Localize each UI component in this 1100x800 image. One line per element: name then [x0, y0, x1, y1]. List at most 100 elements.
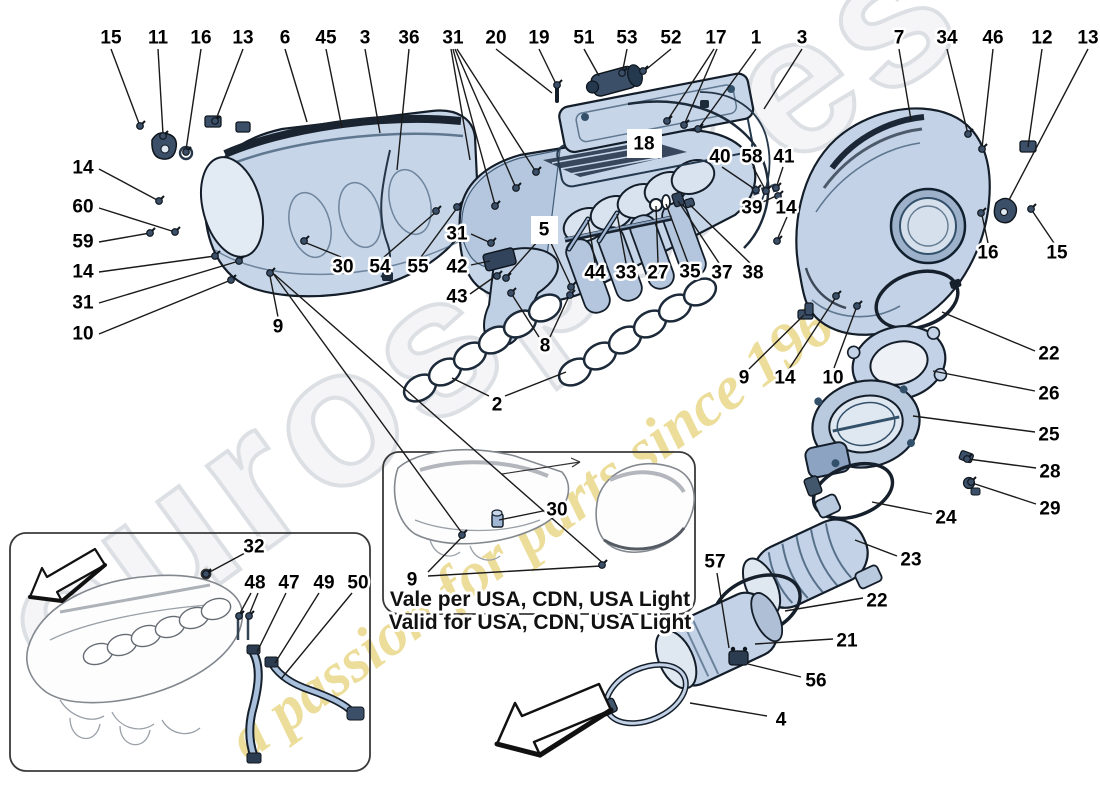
leader-line — [256, 592, 287, 653]
leader-line — [469, 274, 498, 295]
manifold-gasket-b — [557, 277, 718, 387]
leader-line — [912, 415, 1036, 433]
leader-line — [754, 638, 834, 645]
fastener-bolt — [772, 182, 782, 192]
part-label-39: 39 — [741, 198, 762, 219]
leader-line — [721, 166, 757, 191]
elbow-fitting-9 — [797, 302, 814, 320]
part-label-28: 28 — [1039, 462, 1060, 483]
part-label-11: 11 — [148, 28, 169, 49]
leader-line — [689, 204, 751, 264]
leader-line — [452, 48, 496, 206]
fastener-bolt — [300, 235, 310, 245]
leader-line — [665, 203, 689, 264]
part-label-15: 15 — [100, 28, 122, 49]
sensor-13-right — [993, 197, 1018, 224]
fastener-bolt — [964, 128, 974, 138]
fastener-bolt — [752, 184, 762, 194]
part-label-45: 45 — [315, 28, 337, 49]
leader-line — [456, 48, 537, 173]
leader-line — [157, 48, 164, 135]
part-label-12: 12 — [1031, 28, 1052, 49]
leader-line — [205, 552, 246, 575]
fastener-bolt — [491, 200, 501, 210]
sensor-56 — [728, 646, 749, 666]
part-label-22: 22 — [1038, 344, 1059, 365]
studs-48 — [236, 616, 250, 640]
leader-line — [549, 293, 571, 338]
leader-line — [454, 48, 517, 189]
leader-line — [854, 539, 898, 557]
leader-line — [932, 370, 1036, 392]
part-label-14: 14 — [72, 262, 94, 283]
clamp-ring-22a — [874, 269, 962, 331]
leader-line — [748, 314, 805, 370]
leader-line — [642, 48, 672, 73]
leader-line — [967, 458, 1037, 469]
leader-line — [784, 597, 864, 612]
part-label-20: 20 — [485, 28, 506, 49]
part-label-8: 8 — [540, 336, 551, 357]
fastener-bolt — [227, 274, 237, 284]
clip-30-variant — [491, 509, 504, 528]
leader-line — [549, 240, 572, 287]
leader-line — [587, 219, 596, 264]
fastener-bolt — [832, 290, 842, 300]
region-note: Vale per USA, CDN, USA Light Valid for U… — [386, 585, 695, 637]
leader-line — [98, 232, 151, 243]
part-label-19: 19 — [528, 28, 549, 49]
part-label-60: 60 — [72, 197, 93, 218]
part-label-17: 17 — [705, 28, 726, 49]
leader-line — [871, 501, 933, 515]
leader-line — [214, 48, 244, 123]
fastener-bolt — [202, 568, 212, 578]
part-label-26: 26 — [1038, 384, 1059, 405]
manifold-gasket-a — [402, 293, 563, 403]
fastener-bolt — [235, 610, 245, 620]
fastener-bolt — [182, 146, 192, 156]
leader-line — [1030, 208, 1055, 244]
part-label-53: 53 — [616, 28, 637, 49]
part-label-58: 58 — [741, 147, 762, 168]
fastener-bolt — [598, 559, 608, 569]
leader-line — [271, 271, 463, 534]
part-label-37: 37 — [711, 263, 732, 284]
part-label-41: 41 — [773, 147, 795, 168]
leader-line — [325, 48, 343, 129]
leader-line — [538, 48, 558, 87]
fastener-bolt — [507, 287, 517, 297]
usa-variant-drawings — [393, 448, 695, 561]
fastener-bolt — [453, 201, 463, 211]
fastener-bolt — [532, 166, 542, 176]
leader-line — [941, 311, 1036, 352]
leader-line — [238, 592, 252, 616]
leader-line — [364, 48, 381, 134]
leader-line — [981, 214, 989, 244]
part-label-16: 16 — [977, 243, 998, 264]
leader-line — [98, 207, 176, 233]
leader-line — [677, 200, 720, 264]
left-intake-cover — [200, 109, 479, 298]
part-label-3: 3 — [797, 28, 808, 49]
part-label-9: 9 — [739, 368, 750, 389]
leader-lines — [98, 48, 1089, 717]
harness-connector — [382, 272, 393, 281]
part-label-30: 30 — [332, 257, 353, 278]
fastener-bolt — [211, 250, 221, 260]
fastener-bolt — [853, 300, 863, 310]
leader-line — [284, 48, 308, 123]
part-label-29: 29 — [1039, 499, 1060, 520]
part-label-4: 4 — [776, 710, 787, 731]
part-label-32: 32 — [243, 537, 264, 558]
fastener-bolt — [773, 235, 783, 245]
leader-line — [451, 377, 490, 397]
leader-line — [666, 48, 715, 122]
o-ring-35 — [661, 194, 671, 210]
leader-line — [788, 296, 837, 370]
part-label-55: 55 — [407, 257, 429, 278]
part-label-31: 31 — [442, 28, 464, 49]
fastener-bolt — [694, 123, 704, 133]
part-label-43: 43 — [446, 287, 467, 308]
